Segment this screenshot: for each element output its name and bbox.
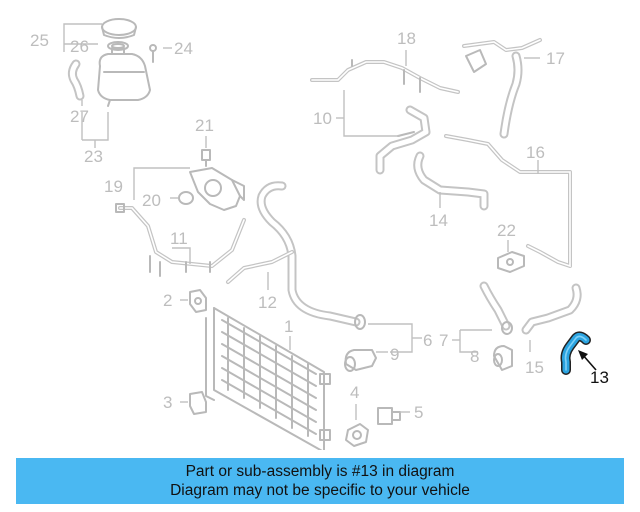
callout-7: 7 [439,331,448,350]
callout-18: 18 [397,29,416,48]
callout-26: 26 [70,37,89,56]
reservoir-hose [67,59,85,101]
callout-13: 13 [590,368,609,387]
flange-gasket [178,191,194,205]
hose-connector-9 [344,349,377,372]
callout-13-arrow [578,350,597,371]
coolant-sensor [377,407,401,425]
callout-5: 5 [414,403,423,422]
callout-15: 15 [525,358,544,377]
info-banner: Part or sub-assembly is #13 in diagram D… [16,458,624,504]
hose-connector-22 [497,251,525,273]
callout-1: 1 [284,317,293,336]
coolant-hose-17 [462,38,542,139]
callout-16: 16 [526,143,545,162]
callout-4: 4 [350,383,359,402]
callout-21: 21 [195,116,214,135]
branch-pipe-12 [226,250,294,284]
banner-line-1: Part or sub-assembly is #13 in diagram [185,463,455,480]
bolt-part-24 [149,44,157,63]
hose-connector-8 [493,345,513,371]
callout-10: 10 [313,109,332,128]
banner-line-2: Diagram may not be specific to your vehi… [170,482,470,499]
callout-19: 19 [104,177,123,196]
callout-17: 17 [546,49,565,68]
reservoir-cap [101,18,137,39]
coolant-pipe [115,203,246,277]
callout-11: 11 [170,229,188,248]
callout-22: 22 [497,221,516,240]
callout-3: 3 [163,393,172,412]
callout-23: 23 [84,147,103,166]
callout-27: 27 [70,107,89,126]
coolant-hose-15 [521,283,582,335]
lower-hose-7 [479,281,513,335]
callout-20: 20 [142,191,161,210]
callout-14: 14 [429,211,448,230]
mount-bracket-2 [189,289,207,313]
callout-8: 8 [470,347,479,366]
coolant-hose-14 [413,151,489,211]
coolant-hose-16 [444,134,572,268]
drain-plug [345,423,369,447]
radiator [205,307,331,450]
coolant-flange [189,167,245,211]
coolant-reservoir [97,47,151,107]
mount-bracket-3 [189,391,207,415]
callout-6: 6 [423,331,432,350]
parts-diagram: 25 26 24 27 23 21 19 20 11 12 [30,18,609,450]
upper-radiator-hose [256,181,366,330]
callout-2: 2 [163,291,172,310]
highlighted-hose-13[interactable] [560,331,591,375]
heater-hose-10 [375,105,431,175]
callout-24: 24 [174,39,193,58]
callout-9: 9 [390,345,399,364]
temp-sensor [201,149,211,167]
heater-pipe-18 [310,59,460,94]
callout-25: 25 [30,31,49,50]
callout-12: 12 [258,293,277,312]
